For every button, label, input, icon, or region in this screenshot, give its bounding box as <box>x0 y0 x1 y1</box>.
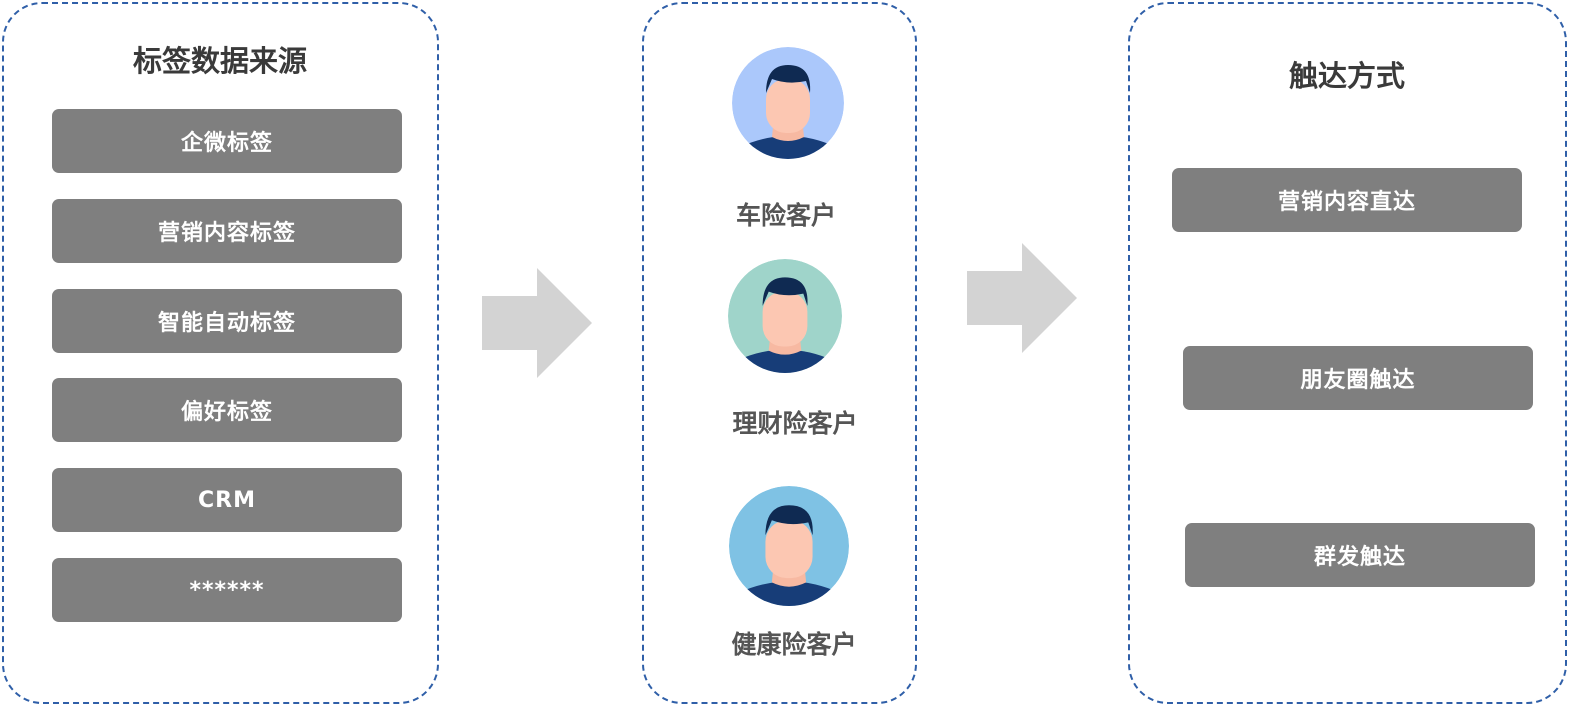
sources-title: 标签数据来源 <box>132 44 308 78</box>
customer-label: 健康险客户 <box>731 630 857 659</box>
reach-panel <box>1128 2 1567 704</box>
customer-label: 理财险客户 <box>732 409 858 438</box>
source-item[interactable]: 智能自动标签 <box>52 289 402 353</box>
customer-avatar <box>728 259 842 373</box>
source-item[interactable]: 企微标签 <box>52 109 402 173</box>
reach-item[interactable]: 营销内容直达 <box>1172 168 1522 232</box>
source-item[interactable]: 营销内容标签 <box>52 199 402 263</box>
reach-item[interactable]: 群发触达 <box>1185 523 1535 587</box>
customers-panel <box>642 2 917 704</box>
customer-label: 车险客户 <box>735 201 837 230</box>
source-item[interactable]: ****** <box>52 558 402 622</box>
customer-avatar <box>729 486 849 606</box>
source-item[interactable]: 偏好标签 <box>52 378 402 442</box>
customer-avatar <box>732 47 844 159</box>
reach-item[interactable]: 朋友圈触达 <box>1183 346 1533 410</box>
arrow-right-icon <box>967 243 1077 353</box>
sources-panel <box>2 2 439 704</box>
source-item[interactable]: CRM <box>52 468 402 532</box>
reach-title: 触达方式 <box>1288 59 1406 93</box>
arrow-right-icon <box>482 268 592 378</box>
